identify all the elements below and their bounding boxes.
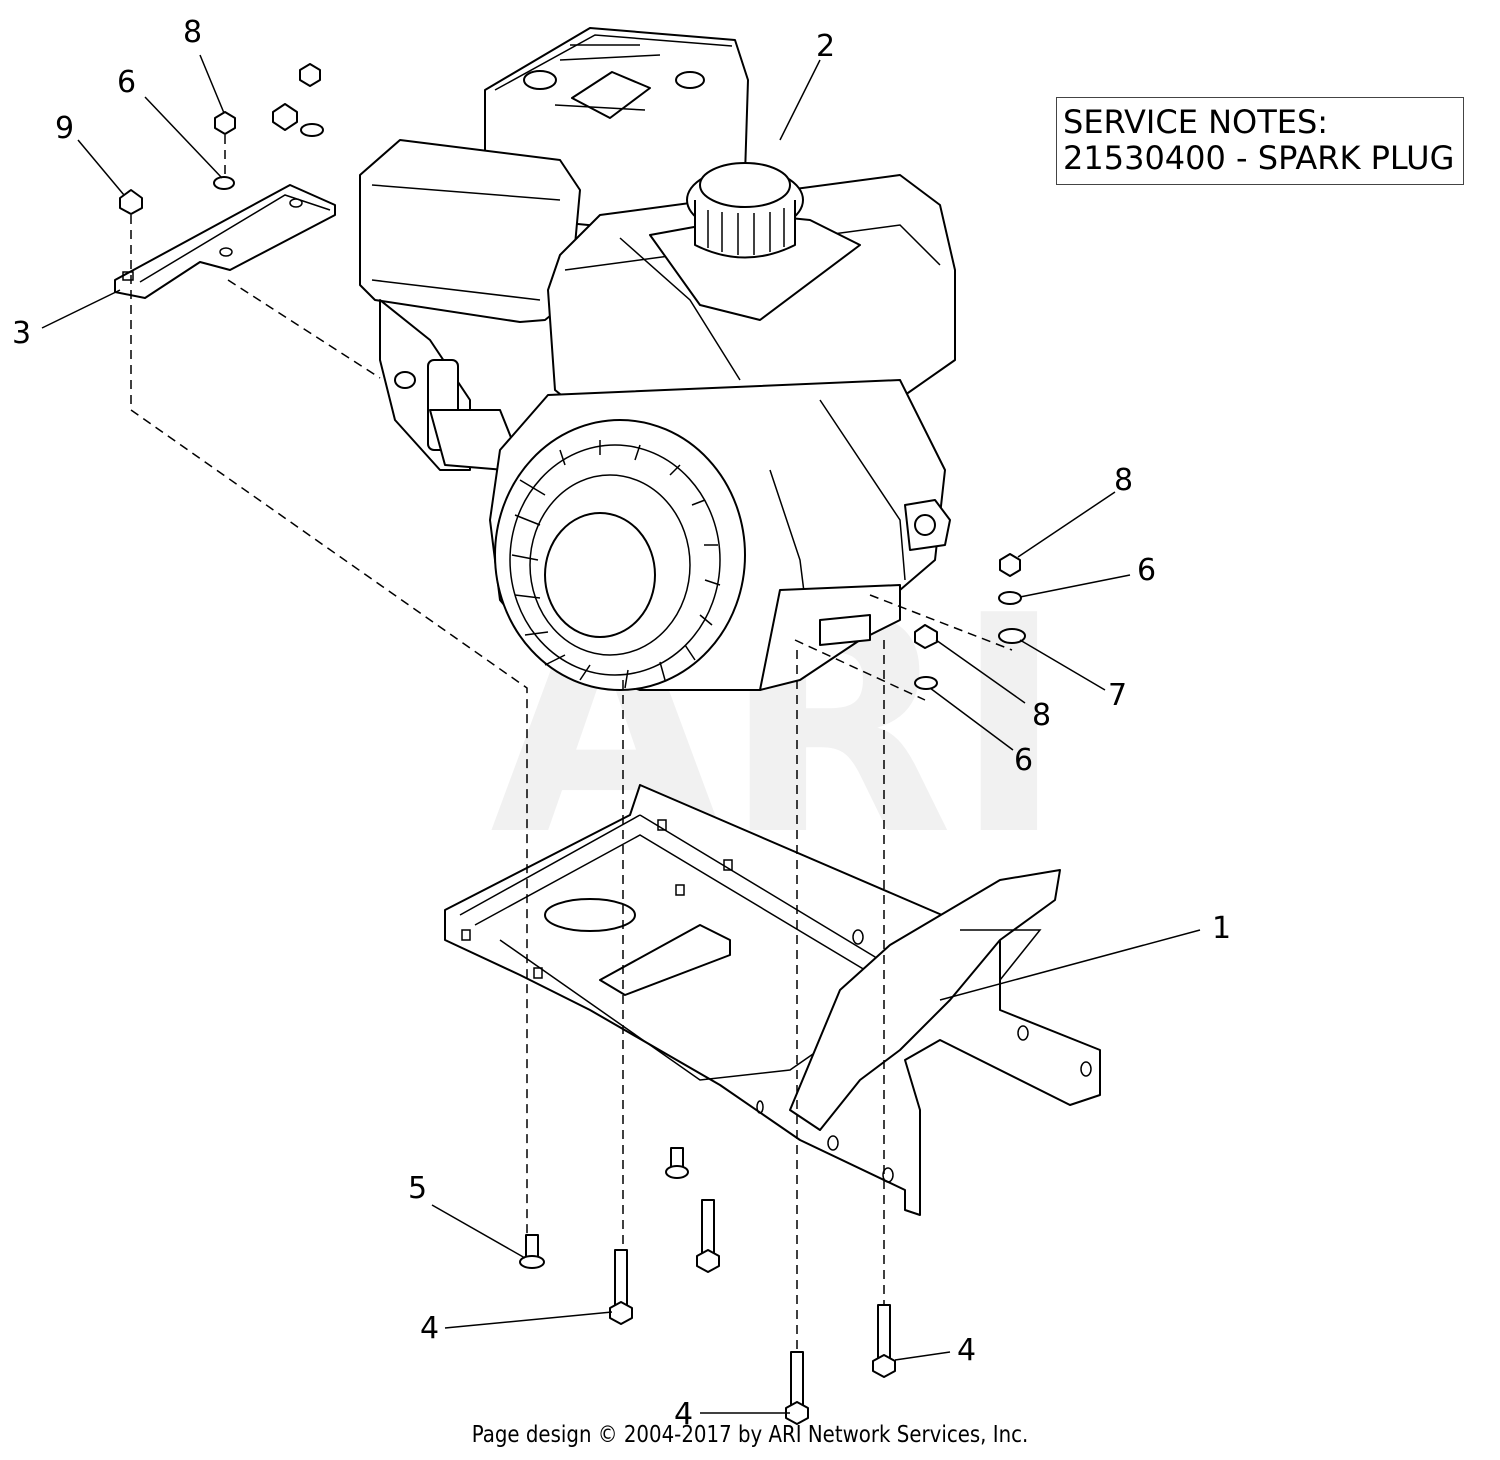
footer-copyright: Page design © 2004-2017 by ARI Network S… bbox=[471, 1422, 1029, 1448]
callout-6a: 6 bbox=[117, 65, 136, 100]
callout-2: 2 bbox=[816, 29, 835, 64]
callout-5: 5 bbox=[408, 1171, 427, 1206]
callout-7: 7 bbox=[1108, 678, 1127, 713]
callout-6b: 6 bbox=[1137, 553, 1156, 588]
callout-9: 9 bbox=[55, 111, 74, 146]
callout-8c: 8 bbox=[1032, 698, 1051, 733]
callout-3: 3 bbox=[12, 316, 31, 351]
service-notes-line: 21530400 - SPARK PLUG bbox=[1063, 139, 1455, 177]
callout-4a: 4 bbox=[420, 1311, 439, 1346]
mounting-plate bbox=[114, 184, 336, 299]
callout-1: 1 bbox=[1212, 911, 1231, 946]
leader-lines bbox=[41, 54, 1201, 1414]
service-notes-box: SERVICE NOTES: 21530400 - SPARK PLUG bbox=[1056, 97, 1464, 185]
assembly-lines bbox=[130, 135, 1013, 1350]
callout-4c: 4 bbox=[674, 1397, 693, 1432]
callout-8a: 8 bbox=[183, 15, 202, 50]
hardware bbox=[119, 63, 1026, 1425]
base-frame bbox=[444, 784, 1101, 1216]
callout-6c: 6 bbox=[1014, 743, 1033, 778]
engine bbox=[359, 27, 956, 691]
callout-8b: 8 bbox=[1114, 463, 1133, 498]
callout-4b: 4 bbox=[957, 1333, 976, 1368]
service-notes-title: SERVICE NOTES: bbox=[1063, 103, 1329, 141]
callout-labels: 1 2 3 4 4 4 4 5 6 6 6 6 7 8 8 8 9 bbox=[12, 15, 1231, 1432]
